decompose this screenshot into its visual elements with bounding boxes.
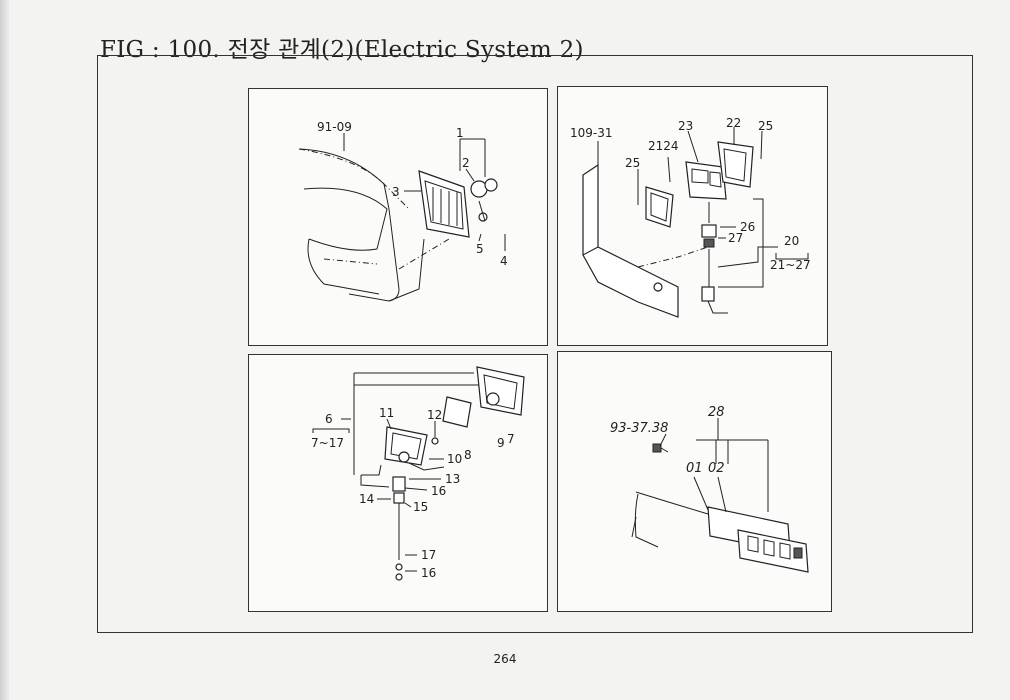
side-lamp-illustration: 109-31 23 22 25 2124 25 26 27 20 21~27	[570, 116, 811, 318]
panel-side-lamp: 109-31 23 22 25 2124 25 26 27 20 21~27	[557, 86, 828, 346]
panel-headlamp: 91-09 1 2 3 5 4	[248, 88, 548, 346]
callout-8: 8	[464, 448, 472, 462]
callout-7-17: 7~17	[311, 436, 344, 450]
callout-5: 5	[476, 242, 484, 256]
figure-frame	[97, 55, 973, 633]
callout-01: 01	[686, 461, 703, 476]
callout-6: 6	[325, 412, 333, 426]
page-number: 264	[493, 652, 517, 666]
scan-edge	[0, 0, 9, 700]
callout-14: 14	[359, 492, 374, 506]
page-title: FIG : 100. 전장 관계(2)(Electric System 2)	[100, 37, 584, 63]
headlamp-illustration: 91-09 1 2 3 5 4	[298, 120, 508, 302]
callout-15: 15	[413, 500, 428, 514]
callout-7: 7	[507, 432, 515, 446]
callout-22: 22	[726, 116, 741, 130]
callout-93-37-38: 93-37.38	[610, 421, 668, 436]
callout-16-upper: 16	[431, 484, 446, 498]
callout-2124: 2124	[648, 139, 679, 153]
callout-4: 4	[500, 254, 508, 268]
harness-illustration: 28 93-37.38 01 02	[610, 405, 809, 573]
callout-91-09: 91-09	[317, 120, 352, 134]
callout-13: 13	[445, 472, 460, 486]
callout-26: 26	[740, 220, 755, 234]
callout-28: 28	[708, 405, 725, 420]
callout-25-left: 25	[625, 156, 640, 170]
panel-harness: 28 93-37.38 01 02	[557, 351, 832, 612]
callout-21-27: 21~27	[770, 258, 811, 272]
callout-16-lower: 16	[421, 566, 436, 580]
callout-109-31: 109-31	[570, 126, 613, 140]
callout-12: 12	[427, 408, 442, 422]
rear-lamp-illustration: 6 11 12 7~17 10 8 9 7 13 16 14 15 17 16	[311, 366, 525, 581]
callout-25-right: 25	[758, 119, 773, 133]
callout-27: 27	[728, 231, 743, 245]
callout-2: 2	[462, 156, 470, 170]
callout-17: 17	[421, 548, 436, 562]
callout-9: 9	[497, 436, 505, 450]
callout-23: 23	[678, 119, 693, 133]
callout-3: 3	[392, 185, 400, 199]
callout-20: 20	[784, 234, 799, 248]
callout-10: 10	[447, 452, 462, 466]
callout-02: 02	[708, 461, 725, 476]
callout-11: 11	[379, 406, 394, 420]
panel-rear-lamp: 6 11 12 7~17 10 8 9 7 13 16 14 15 17 16	[248, 354, 548, 612]
callout-1: 1	[456, 126, 464, 140]
